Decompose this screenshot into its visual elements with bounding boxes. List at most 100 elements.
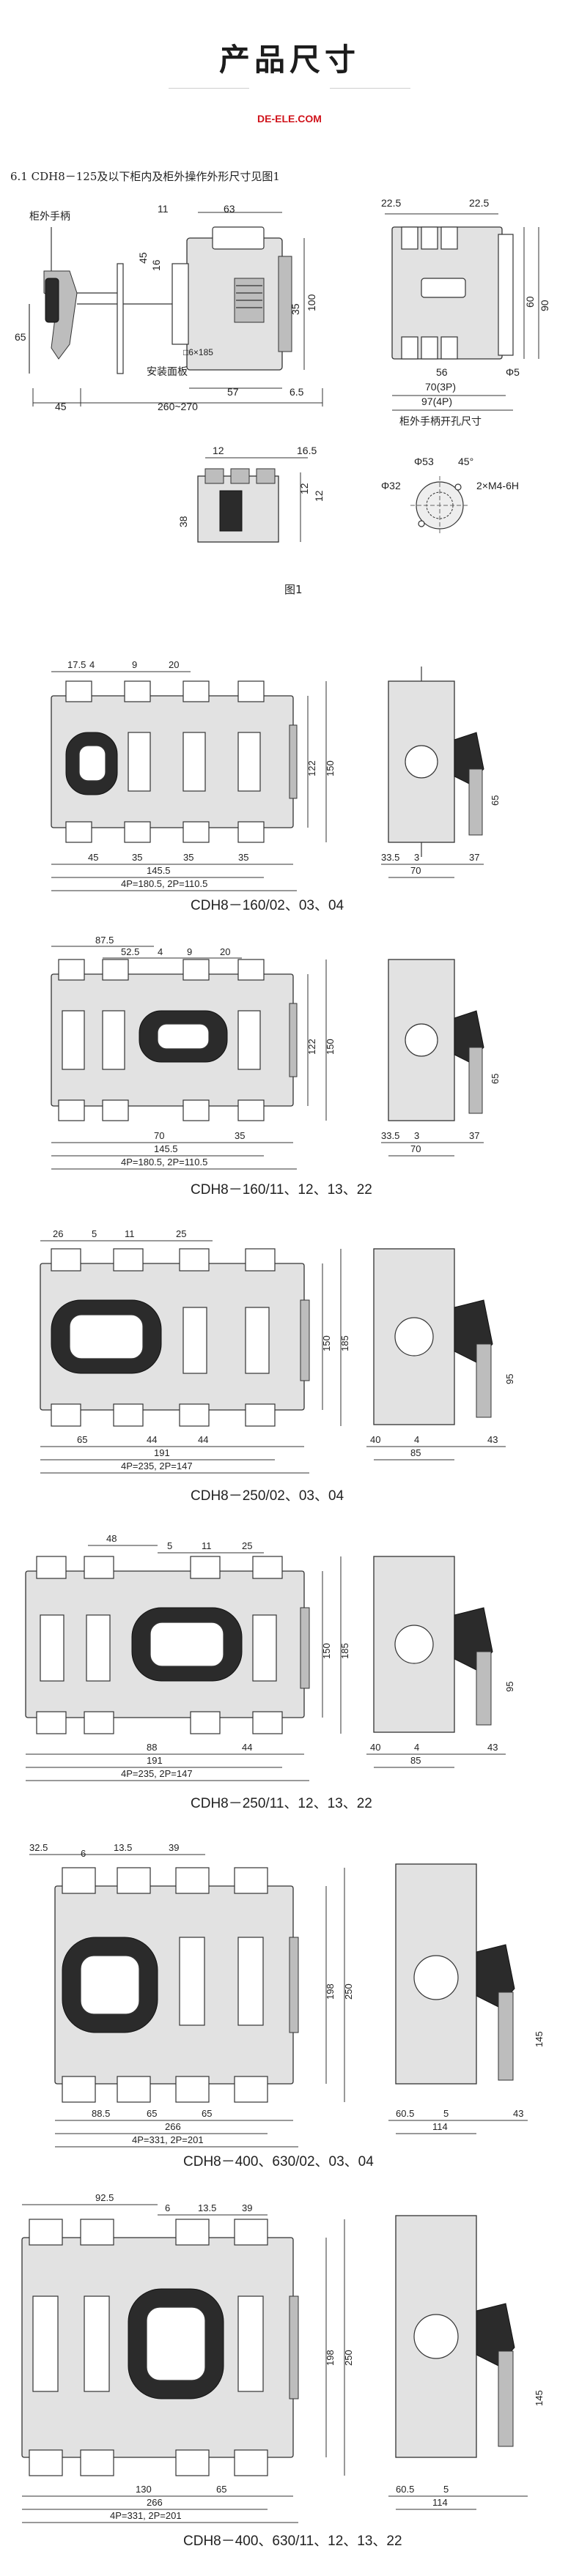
figure-caption-160a: CDH8－160/02、03、04 <box>191 898 344 913</box>
svg-text:43: 43 <box>487 1742 498 1753</box>
svg-text:45: 45 <box>137 252 149 264</box>
dims-side-160a: 65 33.5 3 70 37 <box>381 795 501 876</box>
svg-text:145: 145 <box>534 2390 545 2406</box>
dims-side-250b: 95 40 4 85 43 <box>370 1682 515 1766</box>
dims-right-250a: 150 185 <box>321 1335 350 1351</box>
svg-text:9: 9 <box>187 946 192 957</box>
svg-text:87.5: 87.5 <box>95 935 114 946</box>
svg-text:12: 12 <box>298 483 310 494</box>
svg-text:150: 150 <box>321 1335 332 1351</box>
svg-text:65: 65 <box>216 2484 226 2495</box>
svg-text:185: 185 <box>339 1643 350 1659</box>
svg-text:柜外手柄开孔尺寸: 柜外手柄开孔尺寸 <box>399 416 482 428</box>
svg-text:44: 44 <box>147 1434 157 1445</box>
svg-text:48: 48 <box>106 1533 117 1544</box>
front-view-400b <box>21 2219 299 2476</box>
brand-link[interactable]: DE-ELE.COM <box>257 113 322 125</box>
dims-bottom-250a: 65 44 44 191 4P=235, 2P=147 <box>77 1434 208 1471</box>
svg-text:57: 57 <box>227 386 239 398</box>
svg-text:70(3P): 70(3P) <box>425 381 456 393</box>
svg-text:12: 12 <box>313 490 325 502</box>
handle-side-view: 柜外手柄 65 <box>15 211 117 374</box>
svg-text:70: 70 <box>410 1143 421 1154</box>
dims-side-400b: 145 60.5 5 114 <box>396 2390 545 2508</box>
svg-text:9: 9 <box>132 659 137 670</box>
dims-bottom-160a: 45 35 35 35 145.5 4P=180.5, 2P=110.5 <box>88 852 248 889</box>
svg-text:22.5: 22.5 <box>381 197 401 209</box>
figure-caption-250b: CDH8－250/11、12、13、22 <box>191 1796 372 1811</box>
svg-text:43: 43 <box>487 1434 498 1445</box>
svg-text:250: 250 <box>343 1983 354 2000</box>
svg-text:52.5: 52.5 <box>121 946 139 957</box>
figure-cdh8-400-02: 32.5 6 13.5 39 198 250 88.5 65 65 266 4P… <box>29 1842 545 2169</box>
front-view-160b <box>51 959 298 1121</box>
svg-text:191: 191 <box>147 1755 163 1766</box>
svg-text:16.5: 16.5 <box>297 445 317 456</box>
svg-text:26: 26 <box>53 1228 63 1239</box>
figure-caption-400a: CDH8－400、630/02、03、04 <box>183 2154 374 2169</box>
figure-1-drawing: 柜外手柄 65 11 63 45 16 35 100 <box>15 197 550 596</box>
dims-right-160a: 122 150 <box>306 760 336 776</box>
svg-text:260~270: 260~270 <box>158 401 198 412</box>
dims-right-400a: 198 250 <box>325 1983 354 2000</box>
svg-text:191: 191 <box>154 1447 170 1458</box>
svg-text:17.5: 17.5 <box>67 659 86 670</box>
side-view-400a <box>395 1863 515 2085</box>
svg-text:145: 145 <box>534 2031 545 2047</box>
side-view-160a <box>388 667 484 857</box>
intro-text: 6.1 CDH8－125及以下柜内及柜外操作外形尺寸见图1 <box>10 170 280 183</box>
svg-text:60.5: 60.5 <box>396 2484 414 2495</box>
dims-side-160b: 65 33.5 3 70 37 <box>381 1074 501 1154</box>
svg-text:185: 185 <box>339 1335 350 1351</box>
svg-text:95: 95 <box>504 1682 515 1692</box>
title-rule-right <box>330 88 410 89</box>
front-view-160a <box>51 680 298 843</box>
dims-top-250b: 48 5 11 25 <box>106 1533 252 1551</box>
svg-text:85: 85 <box>410 1755 421 1766</box>
svg-text:38: 38 <box>177 516 189 527</box>
svg-text:150: 150 <box>325 760 336 776</box>
svg-text:6: 6 <box>165 2202 170 2213</box>
svg-text:122: 122 <box>306 760 317 776</box>
svg-text:5: 5 <box>443 2484 449 2495</box>
svg-text:3: 3 <box>414 852 419 863</box>
svg-text:70: 70 <box>410 865 421 876</box>
dims-top-400b: 92.5 6 13.5 39 <box>95 2192 252 2213</box>
dims-top-160a: 17.5 4 9 20 <box>67 659 179 670</box>
svg-text:44: 44 <box>242 1742 252 1753</box>
svg-text:33.5: 33.5 <box>381 1130 399 1141</box>
svg-text:安装面板: 安装面板 <box>147 366 188 378</box>
svg-text:4: 4 <box>158 946 163 957</box>
figure-caption-400b: CDH8－400、630/11、12、13、22 <box>183 2534 402 2549</box>
dims-side-250a: 95 40 4 85 43 <box>370 1374 515 1458</box>
front-view-400a <box>54 1867 299 2103</box>
figure-cdh8-400-11: 92.5 6 13.5 39 198 250 130 65 266 4P=331… <box>21 2192 545 2549</box>
svg-text:20: 20 <box>220 946 230 957</box>
side-view-250b <box>373 1556 493 1733</box>
label-handle: 柜外手柄 <box>29 211 70 223</box>
svg-text:4P=180.5, 2P=110.5: 4P=180.5, 2P=110.5 <box>121 1157 207 1168</box>
svg-text:250: 250 <box>343 2350 354 2366</box>
svg-text:85: 85 <box>410 1447 421 1458</box>
svg-text:100: 100 <box>306 294 317 311</box>
svg-text:4: 4 <box>414 1434 419 1445</box>
svg-text:70: 70 <box>154 1130 164 1141</box>
svg-text:32.5: 32.5 <box>29 1842 48 1853</box>
svg-text:5: 5 <box>167 1540 172 1551</box>
dims-top-400a: 32.5 6 13.5 39 <box>29 1842 179 1859</box>
svg-text:16: 16 <box>150 259 162 271</box>
svg-text:45: 45 <box>55 401 67 412</box>
dims-right-250b: 150 185 <box>321 1643 350 1659</box>
svg-text:266: 266 <box>147 2497 163 2508</box>
svg-text:Φ32: Φ32 <box>381 480 401 491</box>
svg-text:65: 65 <box>147 2108 157 2119</box>
svg-text:35: 35 <box>132 852 142 863</box>
dims-bottom-160b: 70 35 145.5 4P=180.5, 2P=110.5 <box>121 1130 245 1168</box>
svg-text:114: 114 <box>432 2497 448 2508</box>
dims-top-160b: 87.5 52.5 4 9 20 <box>95 935 230 957</box>
svg-text:65: 65 <box>202 2108 212 2119</box>
svg-text:3: 3 <box>414 1130 419 1141</box>
svg-text:130: 130 <box>136 2484 152 2495</box>
svg-text:88.5: 88.5 <box>92 2108 110 2119</box>
svg-text:6.5: 6.5 <box>290 386 304 398</box>
